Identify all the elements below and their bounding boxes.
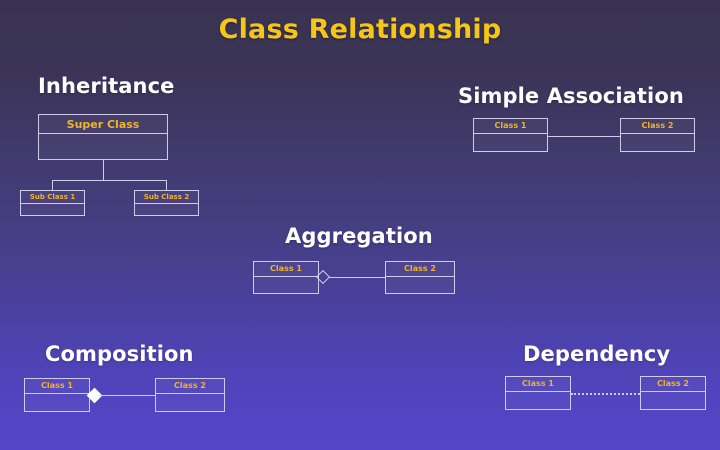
dependency-connector-dashed-line (571, 393, 640, 395)
section-title-simple-association: Simple Association (458, 84, 684, 108)
class-box-aggregation-class-1-label: Class 1 (254, 262, 318, 277)
class-box-sub-class-2[interactable]: Sub Class 2 (134, 190, 199, 216)
class-box-sub-class-1[interactable]: Sub Class 1 (20, 190, 85, 216)
inheritance-connector-stem (103, 160, 104, 180)
class-box-composition-class-2-body (156, 394, 224, 411)
class-box-aggregation-class-2-label: Class 2 (386, 262, 454, 277)
class-box-composition-class-1[interactable]: Class 1 (24, 378, 90, 412)
class-box-sub-class-1-body (21, 204, 84, 215)
section-title-inheritance: Inheritance (38, 74, 175, 98)
inheritance-connector-branch-right (166, 180, 167, 190)
section-title-dependency: Dependency (523, 342, 671, 366)
class-box-super-class-label: Super Class (39, 115, 167, 134)
class-box-dependency-class-1-body (506, 392, 570, 409)
class-box-sub-class-2-body (135, 204, 198, 215)
class-box-dependency-class-2[interactable]: Class 2 (640, 376, 706, 410)
section-title-aggregation: Aggregation (285, 224, 433, 248)
class-box-association-class-2[interactable]: Class 2 (620, 118, 695, 152)
class-box-dependency-class-1[interactable]: Class 1 (505, 376, 571, 410)
class-box-association-class-2-label: Class 2 (621, 119, 694, 134)
class-box-aggregation-class-1[interactable]: Class 1 (253, 261, 319, 294)
inheritance-connector-branch-left (52, 180, 53, 190)
class-box-composition-class-2-label: Class 2 (156, 379, 224, 394)
inheritance-connector-bar (52, 180, 166, 181)
class-box-composition-class-1-label: Class 1 (25, 379, 89, 394)
class-box-aggregation-class-2-body (386, 277, 454, 293)
class-box-composition-class-1-body (25, 394, 89, 411)
class-box-association-class-2-body (621, 134, 694, 151)
class-box-association-class-1-label: Class 1 (474, 119, 547, 134)
association-connector-line (548, 136, 620, 137)
class-box-dependency-class-2-body (641, 392, 705, 409)
class-box-sub-class-1-label: Sub Class 1 (21, 191, 84, 204)
class-box-aggregation-class-1-body (254, 277, 318, 293)
class-box-dependency-class-1-label: Class 1 (506, 377, 570, 392)
class-box-composition-class-2[interactable]: Class 2 (155, 378, 225, 412)
composition-connector-line (100, 395, 155, 396)
class-box-aggregation-class-2[interactable]: Class 2 (385, 261, 455, 294)
class-box-association-class-1-body (474, 134, 547, 151)
class-box-dependency-class-2-label: Class 2 (641, 377, 705, 392)
class-box-super-class[interactable]: Super Class (38, 114, 168, 160)
class-box-sub-class-2-label: Sub Class 2 (135, 191, 198, 204)
class-box-association-class-1[interactable]: Class 1 (473, 118, 548, 152)
aggregation-connector-line (329, 277, 385, 278)
section-title-composition: Composition (45, 342, 194, 366)
page-title: Class Relationship (218, 14, 502, 45)
class-box-super-class-body (39, 134, 167, 159)
